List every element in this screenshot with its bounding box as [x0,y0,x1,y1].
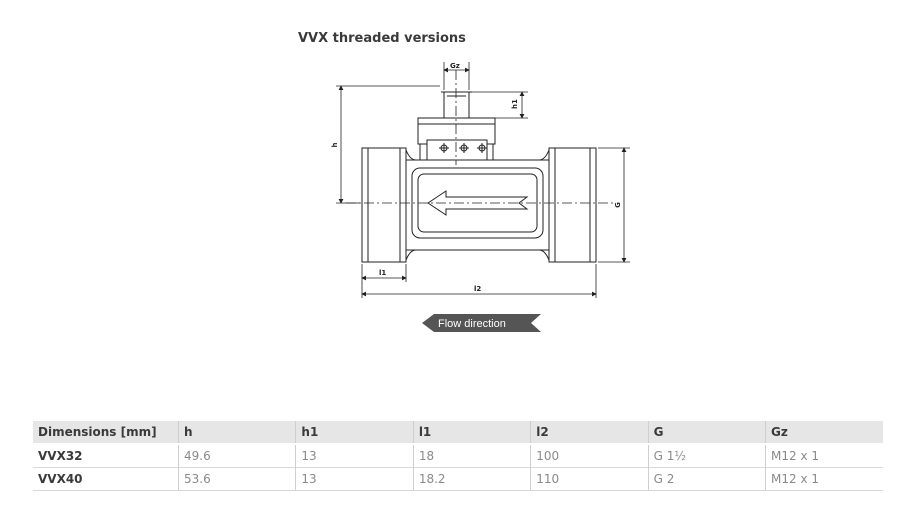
table-header-cell: Dimensions [mm] [33,421,179,445]
centerlines [346,70,614,204]
flow-direction-badge: Flow direction [422,314,541,332]
table-cell: 49.6 [177,444,296,468]
table-cell: M12 x 1 [765,467,883,491]
table-header-cell: h1 [295,421,414,445]
table-cell: VVX40 [33,467,179,491]
table-cell: 18 [412,444,531,468]
dim-label-gz: Gz [450,62,460,70]
connector-plug [441,91,472,119]
table-row: VVX40 53.6 13 18.2 110 G 2 M12 x 1 [33,467,883,491]
table-cell: 13 [295,444,414,468]
table-header-cell: h [177,421,296,445]
table-cell: M12 x 1 [765,444,883,468]
table-header-cell: l2 [530,421,649,445]
table-cell: VVX32 [38,449,83,463]
dim-label-h1: h1 [511,99,519,109]
table-cell: 18.2 [412,467,531,491]
table-header-cell: l1 [412,421,531,445]
page-title: VVX threaded versions [298,31,466,46]
dim-label-g: G [614,202,622,208]
table-header-row: Dimensions [mm] h h1 l1 l2 G Gz [33,421,883,445]
table-cell: G 2 [647,467,766,491]
dimension-lines [336,62,630,298]
table-cell: 53.6 [177,467,296,491]
flow-direction-label: Flow direction [438,318,506,330]
table-cell: G 1½ [647,444,766,468]
technical-drawing: Gz h1 h G l1 l2 Flow direction [331,62,630,332]
valve-body [361,147,597,263]
table-header-cell: G [647,421,766,445]
screw-icons [439,143,487,153]
table-cell: 100 [530,444,649,468]
dim-label-l1: l1 [379,269,386,277]
table-cell: 110 [530,467,649,491]
table-row: VVX32 49.6 13 18 100 G 1½ M12 x 1 [33,444,883,468]
dimensions-table: Dimensions [mm] h h1 l1 l2 G Gz VVX32 49… [33,421,883,491]
sensor-housing [417,117,496,161]
dim-label-l2: l2 [474,285,481,293]
table-cell: 13 [295,467,414,491]
table-header-cell: Gz [765,421,883,445]
dim-label-h: h [331,142,339,147]
